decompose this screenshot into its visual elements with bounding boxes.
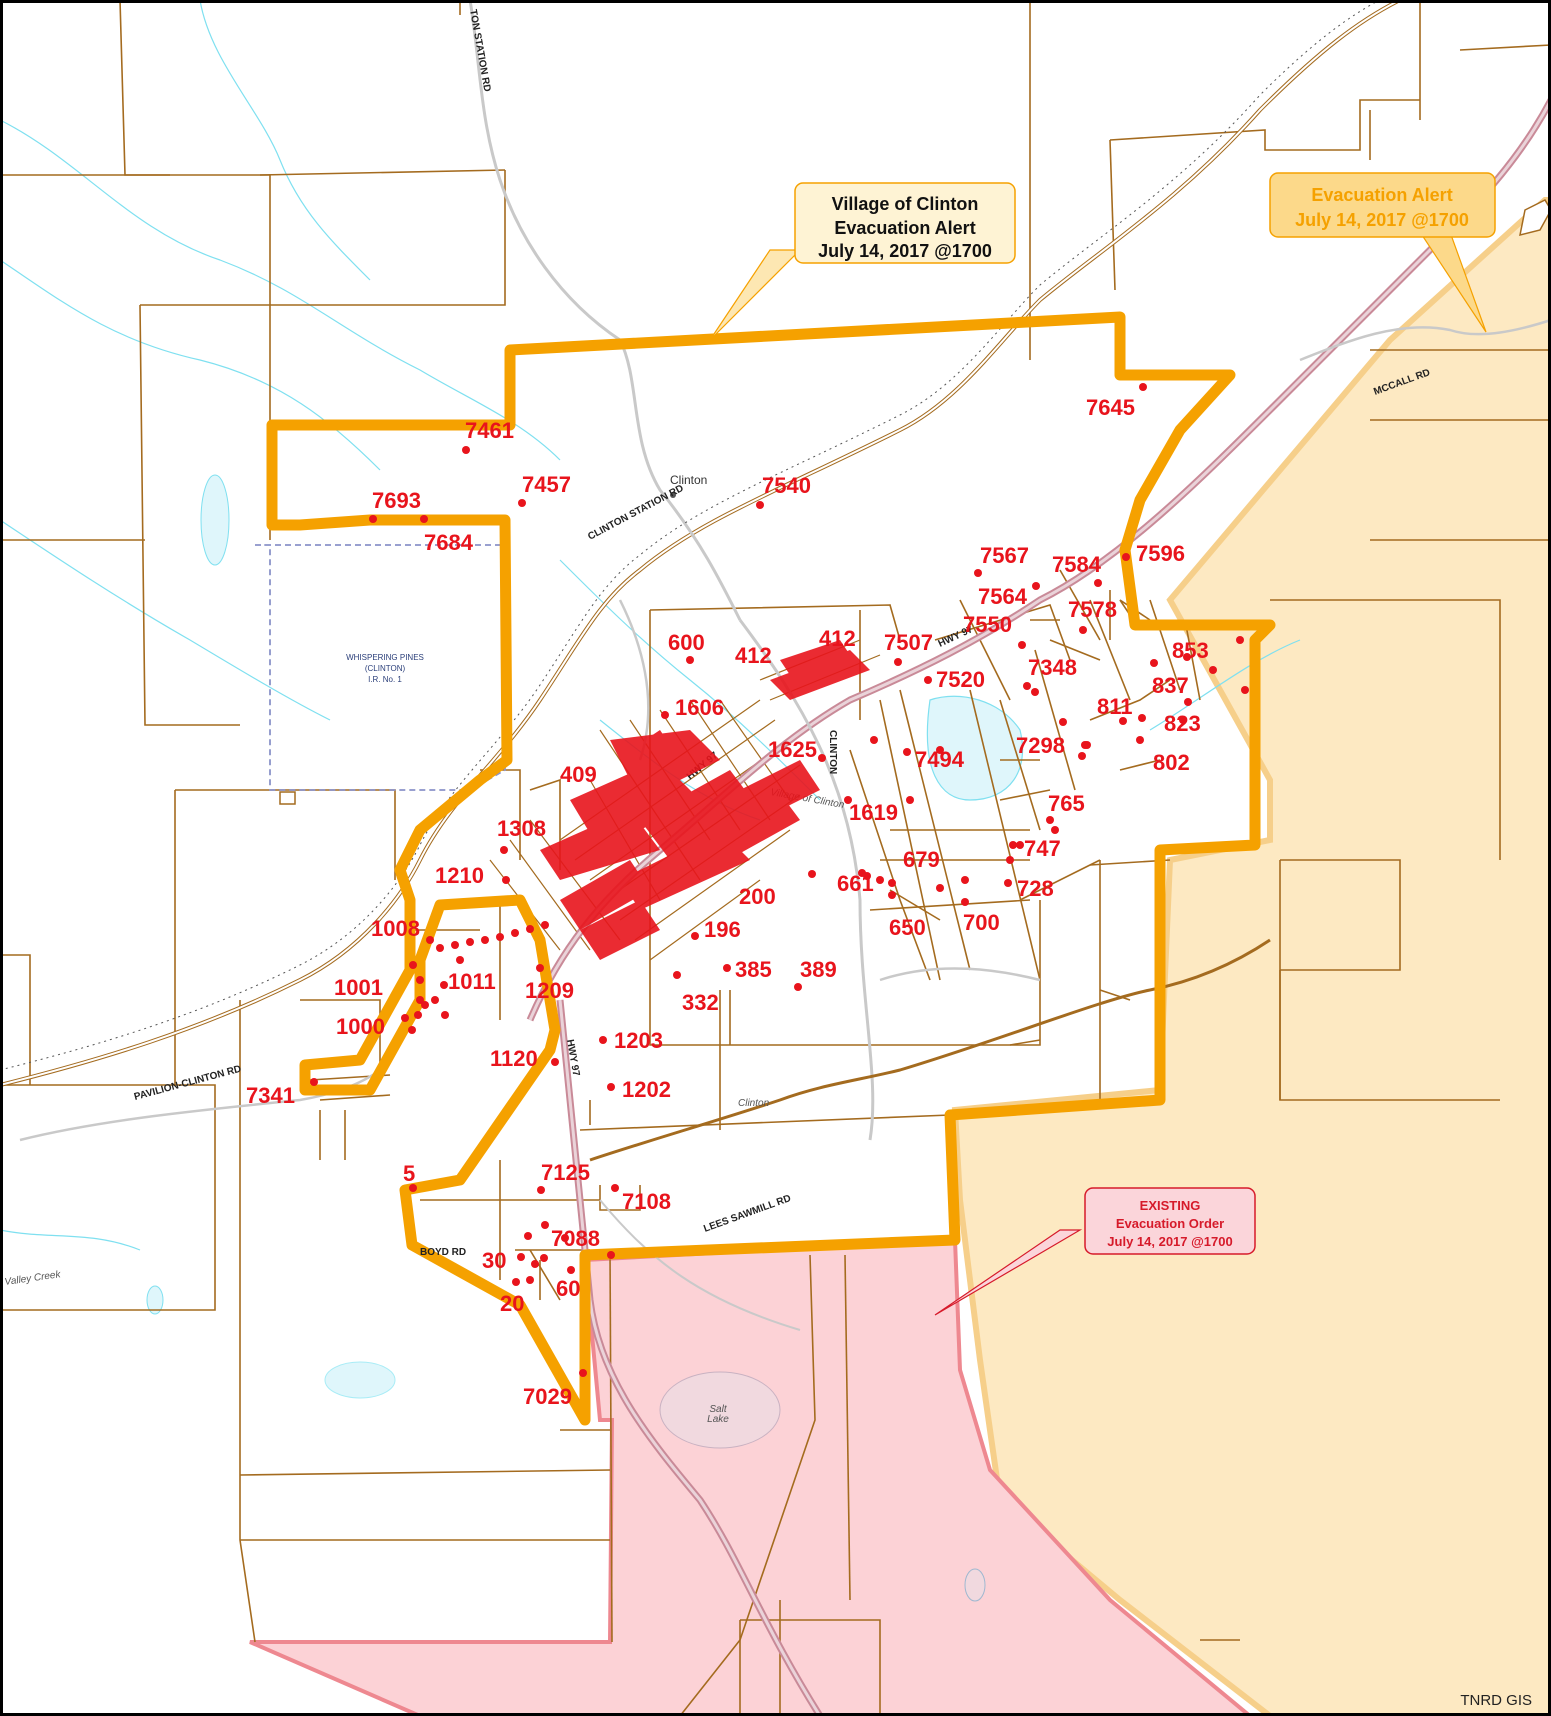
address-label: 1606 — [675, 695, 724, 720]
order-callout-line-1: EXISTING — [1140, 1198, 1201, 1213]
address-label: 412 — [735, 643, 772, 668]
address-label: 5 — [403, 1161, 415, 1186]
address-label: 1202 — [622, 1077, 671, 1102]
address-label: 7457 — [522, 472, 571, 497]
address-label: 7507 — [884, 630, 933, 655]
clinton-town-label: Clinton — [670, 473, 707, 487]
address-label: 1210 — [435, 863, 484, 888]
address-label: 7584 — [1052, 552, 1102, 577]
address-label: 412 — [819, 626, 856, 651]
evacuation-order-callout: EXISTING Evacuation Order July 14, 2017 … — [1084, 1187, 1256, 1255]
address-label: 7564 — [978, 584, 1028, 609]
boyd-rd-label: BOYD RD — [420, 1247, 466, 1258]
address-label: 823 — [1164, 711, 1201, 736]
address-label: 1619 — [849, 800, 898, 825]
address-label: 853 — [1172, 638, 1209, 663]
village-alert-callout: Village of Clinton Evacuation Alert July… — [794, 182, 1016, 264]
address-label: 1203 — [614, 1028, 663, 1053]
address-points — [310, 383, 1249, 1377]
salt-lake-label-1: Salt — [709, 1404, 727, 1415]
address-label: 765 — [1048, 791, 1085, 816]
address-label: 7578 — [1068, 597, 1117, 622]
address-label: 1001 — [334, 975, 383, 1000]
address-label: 30 — [482, 1248, 506, 1273]
address-label: 409 — [560, 762, 597, 787]
address-label: 650 — [889, 915, 926, 940]
address-label: 7029 — [523, 1384, 572, 1409]
address-label: 385 — [735, 957, 772, 982]
village-callout-line-2: Evacuation Alert — [834, 218, 975, 238]
address-label: 332 — [682, 990, 719, 1015]
address-label: 1008 — [371, 916, 420, 941]
village-evacuation-alert-boundary — [266, 311, 1276, 1426]
address-label: 802 — [1153, 750, 1190, 775]
address-label: 7298 — [1016, 733, 1065, 758]
address-label: 60 — [556, 1276, 580, 1301]
address-label: 811 — [1097, 694, 1133, 719]
address-label: 1120 — [490, 1046, 538, 1071]
address-label: 7684 — [424, 530, 474, 555]
address-label: 7550 — [963, 612, 1012, 637]
village-callout-leader — [709, 249, 802, 341]
order-callout-leader — [934, 1229, 1083, 1316]
evacuation-order-area — [249, 1237, 1254, 1716]
address-label: 728 — [1017, 876, 1054, 901]
address-label: 600 — [668, 630, 705, 655]
alert-callout-line-1: Evacuation Alert — [1311, 185, 1452, 205]
reserve-label-2: (CLINTON) — [365, 664, 406, 673]
salt-lake-label-2: Lake — [707, 1414, 729, 1425]
credit-label: TNRD GIS — [1460, 1692, 1532, 1709]
reserve-label-3: I.R. No. 1 — [368, 675, 402, 684]
address-label: 747 — [1024, 836, 1061, 861]
evacuation-alert-callout: Evacuation Alert July 14, 2017 @1700 — [1269, 172, 1496, 238]
railway — [0, 0, 1381, 1071]
address-label: 7494 — [915, 747, 965, 772]
order-callout-line-3: July 14, 2017 @1700 — [1107, 1234, 1232, 1249]
address-label: 7520 — [936, 667, 985, 692]
address-label: 7645 — [1086, 395, 1135, 420]
address-label: 7348 — [1028, 655, 1077, 680]
address-label: 7108 — [622, 1189, 671, 1214]
address-label: 1000 — [336, 1014, 385, 1039]
clinton-st-label: CLINTON — [827, 730, 838, 774]
address-label: 1011 — [448, 969, 496, 994]
address-label: 7596 — [1136, 541, 1185, 566]
townsite-address-points — [540, 640, 870, 960]
address-labels: 7461 7457 7540 7645 7693 7684 7567 7584 … — [246, 395, 1209, 1409]
address-label: 7341 — [246, 1083, 295, 1108]
address-label: 679 — [903, 847, 940, 872]
address-label: 7088 — [551, 1226, 600, 1251]
address-label: 700 — [963, 910, 1000, 935]
alert-callout-line-2: July 14, 2017 @1700 — [1295, 210, 1469, 230]
address-label: 1308 — [497, 816, 546, 841]
address-label: 20 — [500, 1291, 524, 1316]
address-label: 7461 — [465, 418, 514, 443]
order-callout-line-2: Evacuation Order — [1116, 1216, 1224, 1231]
address-label: 7125 — [541, 1160, 590, 1185]
address-label: 389 — [800, 957, 837, 982]
address-label: 7567 — [980, 543, 1029, 568]
address-label: 7693 — [372, 488, 421, 513]
address-label: 661 — [837, 871, 874, 896]
address-label: 196 — [704, 917, 741, 942]
village-callout-line-1: Village of Clinton — [832, 194, 979, 214]
address-label: 200 — [739, 884, 776, 909]
address-label: 837 — [1152, 673, 1189, 698]
address-label: 7540 — [762, 473, 811, 498]
village-callout-line-3: July 14, 2017 @1700 — [818, 241, 992, 261]
clinton-south-label: Clinton — [738, 1098, 770, 1109]
address-label: 1209 — [525, 978, 574, 1003]
address-label: 1625 — [768, 737, 817, 762]
reserve-label-1: WHISPERING PINES — [346, 653, 424, 662]
